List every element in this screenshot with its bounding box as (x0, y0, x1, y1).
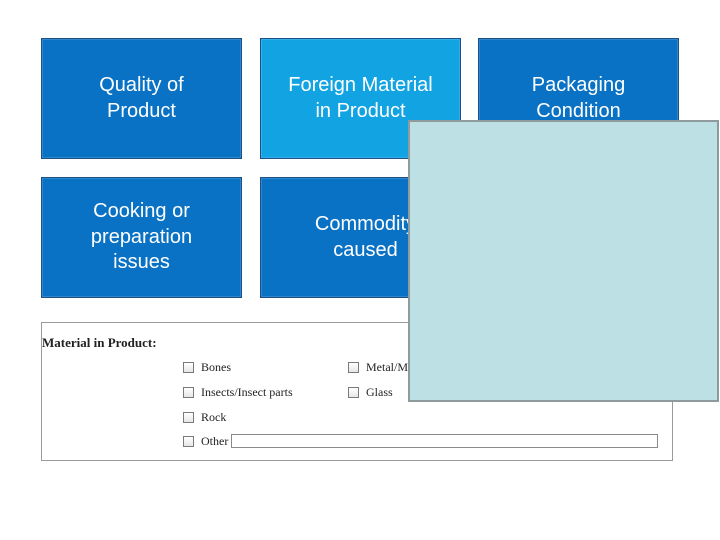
checkbox-bones[interactable]: Bones (183, 360, 231, 375)
checkbox-rock[interactable]: Rock (183, 410, 226, 425)
other-text-field[interactable] (231, 434, 658, 448)
checkbox-glass[interactable]: Glass (348, 385, 393, 400)
checkbox-label: Rock (201, 410, 227, 424)
checkbox-other[interactable]: Other (183, 434, 228, 449)
checkbox-box[interactable] (348, 387, 359, 398)
tile-label: Quality of Product (99, 73, 184, 122)
checkbox-box[interactable] (183, 362, 194, 373)
tile-label: Packaging Condition (531, 73, 626, 122)
tile-cooking-preparation[interactable]: Cooking or preparation issues (41, 177, 242, 298)
overlay-panel (408, 120, 719, 402)
tile-quality-of-product[interactable]: Quality of Product (41, 38, 242, 159)
tile-label: Foreign Material in Product (288, 73, 433, 122)
checkbox-insects[interactable]: Insects/Insect parts (183, 385, 293, 400)
form-title: Material in Product: (42, 335, 157, 350)
tile-foreign-material[interactable]: Foreign Material in Product (260, 38, 461, 159)
checkbox-label: Glass (366, 385, 393, 399)
checkbox-label: Metal/M (366, 360, 408, 374)
checkbox-box[interactable] (183, 436, 194, 447)
checkbox-box[interactable] (183, 387, 194, 398)
checkbox-box[interactable] (348, 362, 359, 373)
tile-label: Cooking or preparation issues (90, 200, 193, 274)
checkbox-label: Other (201, 434, 229, 448)
checkbox-metal[interactable]: Metal/M (348, 360, 408, 375)
checkbox-label: Insects/Insect parts (201, 385, 293, 399)
tile-label: Commodity caused (314, 212, 417, 261)
checkbox-box[interactable] (183, 412, 194, 423)
checkbox-label: Bones (201, 360, 231, 374)
